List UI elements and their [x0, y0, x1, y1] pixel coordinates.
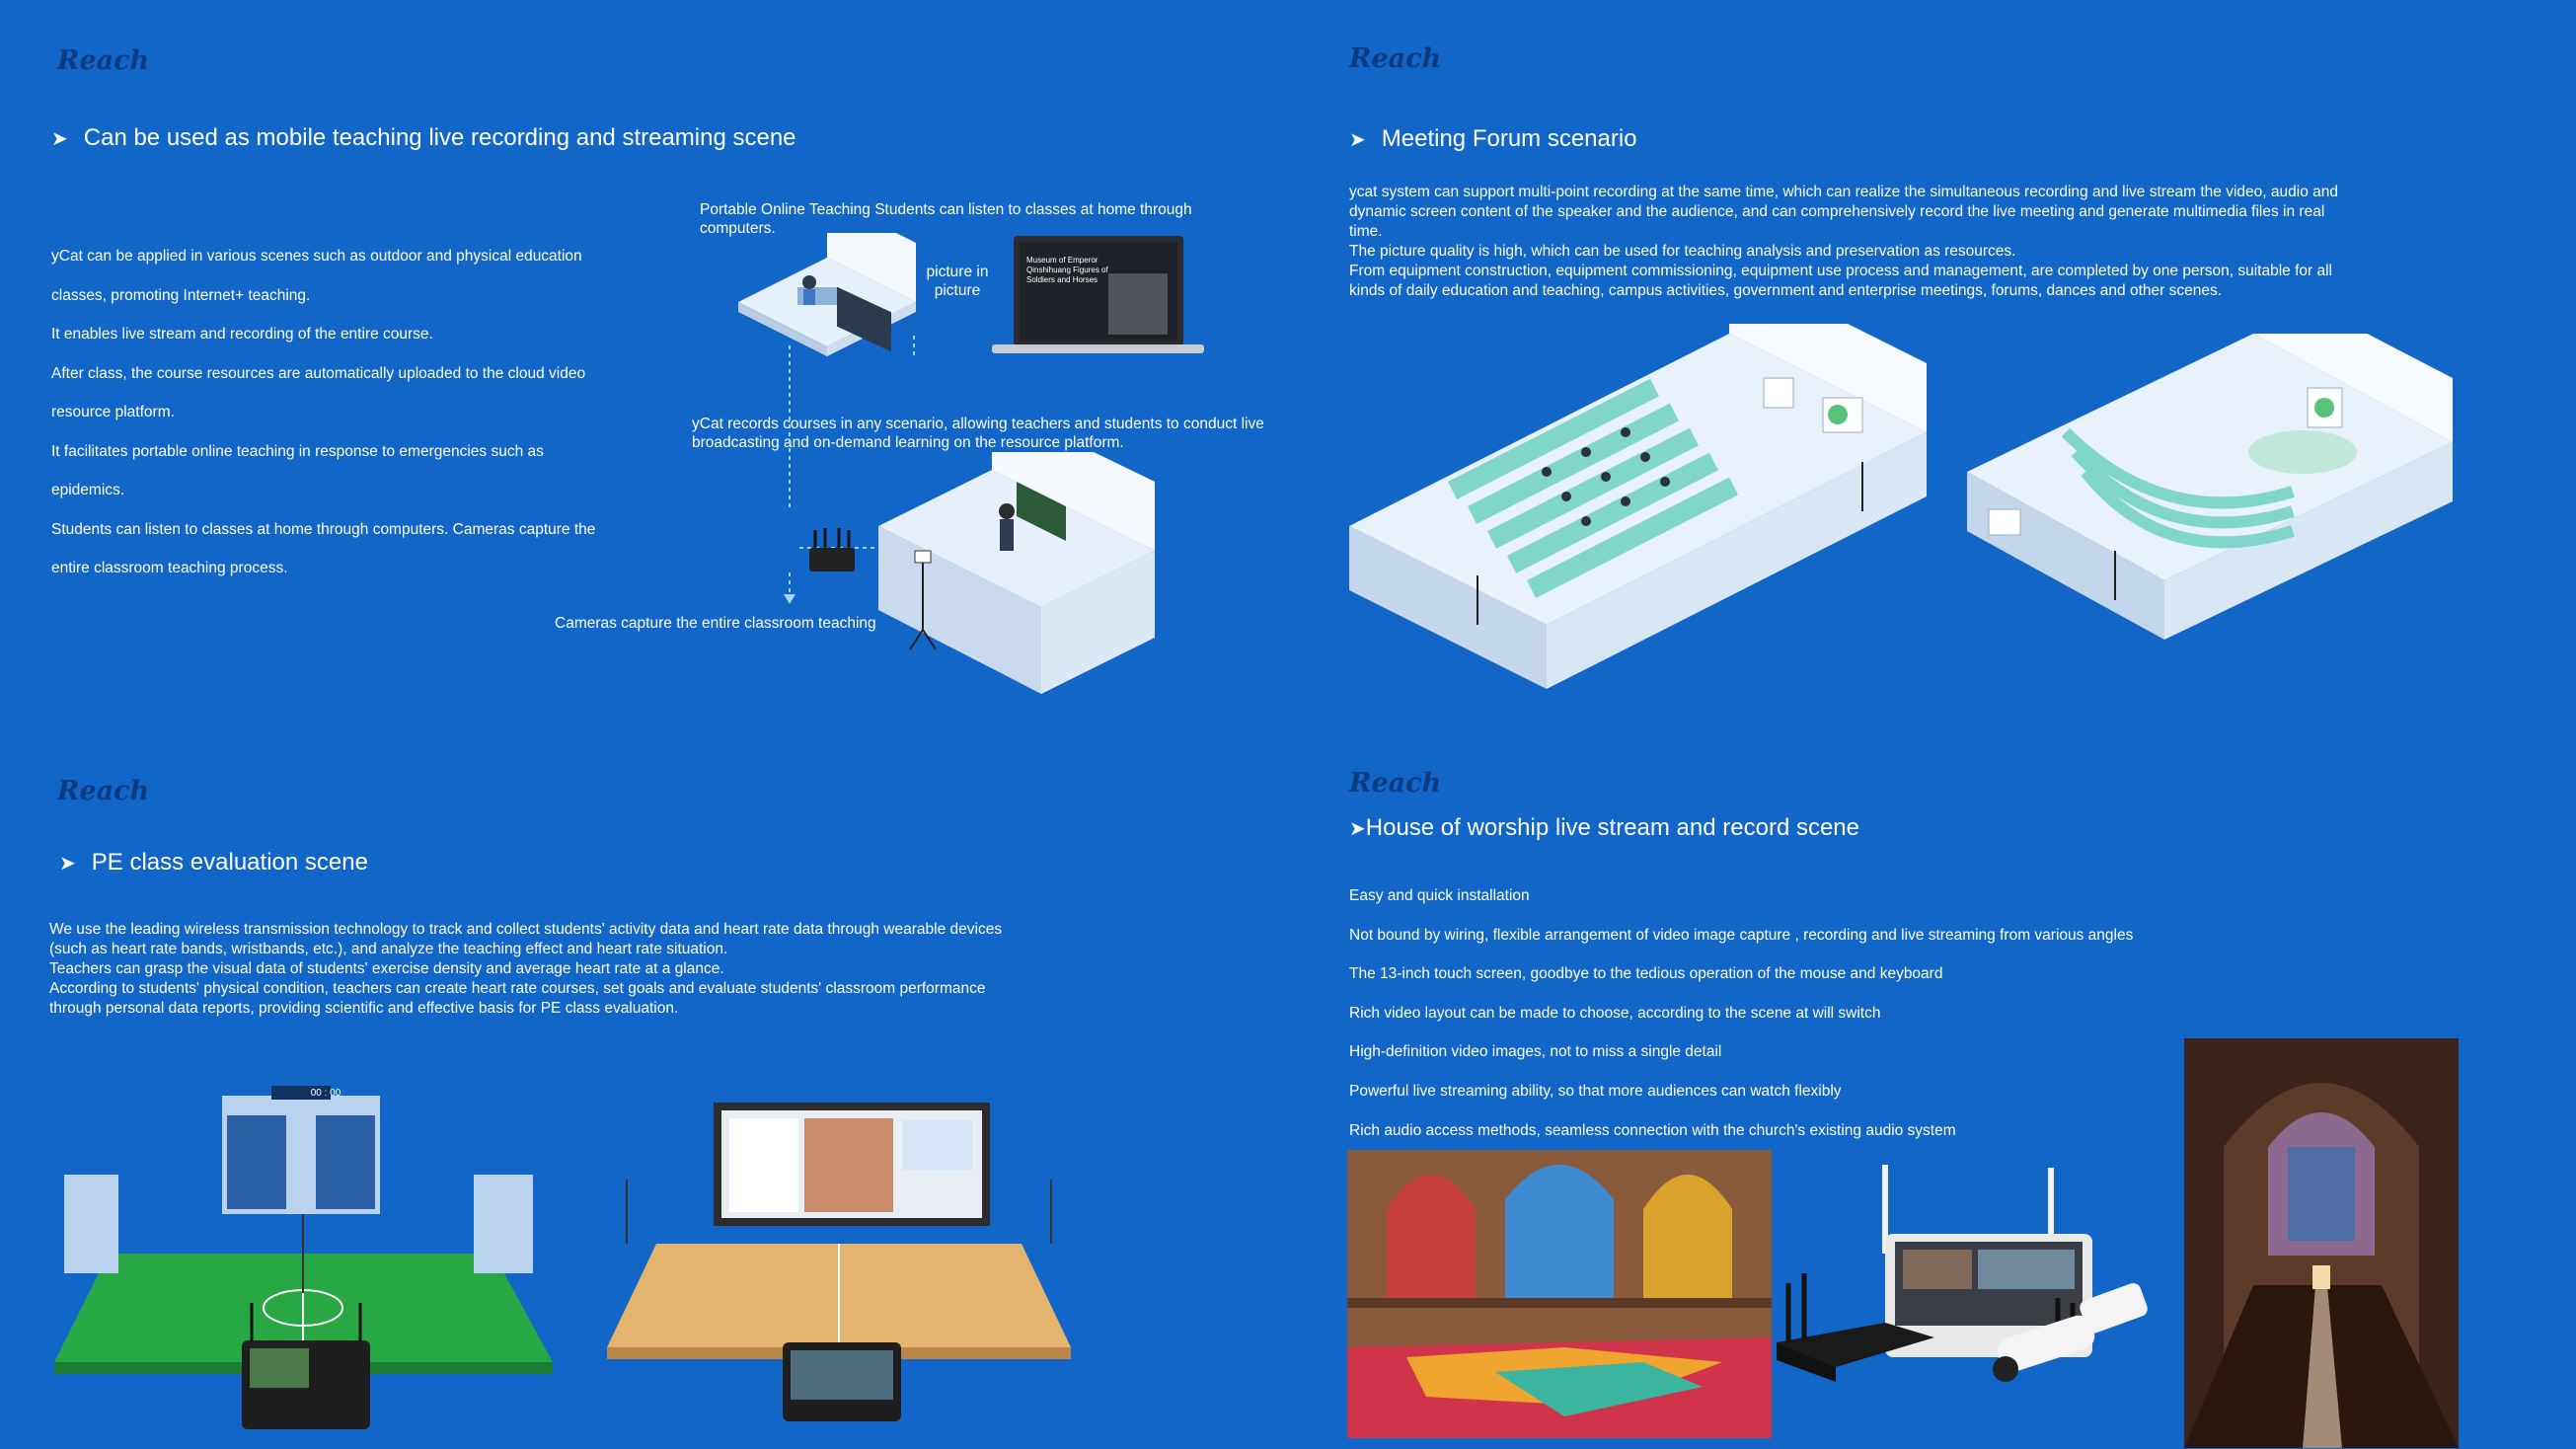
mobile-line: It facilitates portable online teaching … [51, 442, 544, 460]
lecture-hall-illustration [1349, 324, 1927, 689]
mobile-line: Students can listen to classes at home t… [51, 520, 596, 538]
reach-logo-bottom-right: Reach [1349, 768, 1442, 799]
reach-logo-top-right: Reach [1349, 43, 1442, 74]
meeting-description: ycat system can support multi-point reco… [1349, 183, 2445, 301]
worship-feature: Rich video layout can be made to choose,… [1349, 1004, 1881, 1022]
pe-line: through personal data reports, providing… [49, 1000, 679, 1017]
pip-label: picture in picture [926, 264, 989, 299]
mobile-line: yCat can be applied in various scenes su… [51, 248, 582, 265]
pe-line: Teachers can grasp the visual data of st… [49, 960, 724, 977]
mobile-line: resource platform. [51, 404, 175, 420]
laptop-illustration [992, 236, 1204, 353]
basketball-court-illustration [607, 1103, 1071, 1421]
arrow-bullet-icon: ➤ [51, 128, 68, 150]
mobile-line: entire classroom teaching process. [51, 560, 288, 576]
laptop-screen-title: Museum of Emperor Qinshihuang Figures of… [1026, 256, 1108, 284]
meeting-line: dynamic screen content of the speaker an… [1349, 203, 2325, 220]
pe-line: We use the leading wireless transmission… [49, 921, 1003, 938]
recording-devices-photo [1777, 1165, 2148, 1382]
home-study-illustration [738, 233, 916, 356]
mobile-line: epidemics. [51, 482, 125, 498]
arrow-bullet-icon: ➤ [59, 853, 76, 875]
pe-description: We use the leading wireless transmission… [49, 920, 1115, 1019]
pe-heading: ➤PE class evaluation scene [59, 849, 368, 876]
reach-logo-top-left: Reach [57, 45, 150, 76]
meeting-line: The picture quality is high, which can b… [1349, 243, 2016, 260]
worship-feature: Easy and quick installation [1349, 887, 1530, 904]
forum-illustration [1967, 334, 2453, 640]
meeting-line: time. [1349, 223, 1383, 240]
mobile-line: After class, the course resources are au… [51, 364, 586, 382]
mobile-heading: ➤Can be used as mobile teaching live rec… [51, 124, 796, 151]
mobile-line: It enables live stream and recording of … [51, 326, 433, 343]
worship-feature: Not bound by wiring, flexible arrangemen… [1349, 926, 2134, 944]
router-icon [809, 528, 855, 572]
pe-line: (such as heart rate bands, wristbands, e… [49, 941, 728, 957]
meeting-line: kinds of daily education and teaching, c… [1349, 282, 2222, 299]
meeting-heading: ➤Meeting Forum scenario [1349, 125, 1637, 152]
home-teaching-label: Portable Online Teaching Students can li… [700, 201, 1192, 237]
records-label: yCat records courses in any scenario, al… [692, 416, 1264, 451]
football-field-illustration [54, 1086, 553, 1429]
arrow-bullet-icon: ➤ [1349, 818, 1366, 840]
church-interior-photo [2184, 1038, 2459, 1448]
worship-feature-list: Easy and quick installation Not bound by… [1349, 877, 2133, 1150]
scoreboard-time: 00 : 00 [310, 1088, 341, 1099]
arrow-bullet-icon: ➤ [1349, 129, 1366, 151]
classroom-illustration [878, 452, 1155, 694]
mobile-description: yCat can be applied in various scenes su… [51, 237, 653, 588]
reach-logo-bottom-left: Reach [57, 776, 150, 806]
cameras-label: Cameras capture the entire classroom tea… [555, 615, 876, 632]
pe-line: According to students' physical conditio… [49, 980, 986, 997]
worship-feature: Powerful live streaming ability, so that… [1349, 1082, 1842, 1100]
mosque-interior-photo [1347, 1150, 1772, 1438]
worship-feature: Rich audio access methods, seamless conn… [1349, 1121, 1956, 1139]
meeting-line: From equipment construction, equipment c… [1349, 263, 2332, 279]
worship-heading: ➤House of worship live stream and record… [1349, 814, 1860, 841]
mobile-line: classes, promoting Internet+ teaching. [51, 286, 311, 304]
meeting-line: ycat system can support multi-point reco… [1349, 184, 2338, 200]
worship-feature: High-definition video images, not to mis… [1349, 1043, 1722, 1061]
worship-feature: The 13-inch touch screen, goodbye to the… [1349, 965, 1943, 983]
